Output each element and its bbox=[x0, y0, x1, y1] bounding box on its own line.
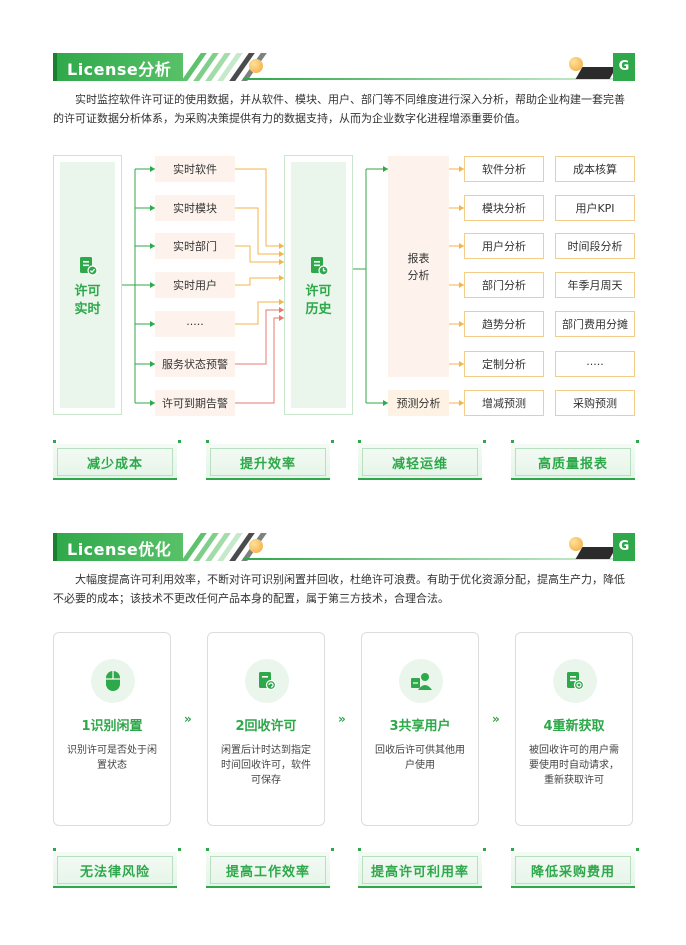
sun-icon bbox=[569, 57, 583, 71]
step-card-share-user: 3共享用户 回收后许可供其他用户使用 bbox=[361, 632, 479, 826]
step-card-reacquire: 4重新获取 被回收许可的用户需要使用时自动请求，重新获取许可 bbox=[515, 632, 633, 826]
benefit-ribbon: 高质量报表 bbox=[511, 440, 639, 480]
report-label-1: 报表 bbox=[407, 251, 430, 265]
step-description: 闲置后计时达到指定时间回收许可，软件可保存 bbox=[221, 745, 311, 786]
header-dark-bar bbox=[575, 547, 617, 559]
mouse-icon bbox=[106, 671, 120, 691]
benefit-label: 减少成本 bbox=[86, 457, 143, 472]
benefit-label: 降低采购费用 bbox=[530, 865, 615, 880]
realtime-label-1: 许可 bbox=[74, 284, 101, 299]
refresh-doc-icon bbox=[567, 672, 585, 691]
benefit-label: 无法律风险 bbox=[79, 865, 150, 880]
step-title: 1识别闲置 bbox=[81, 719, 143, 734]
history-label-1: 许可 bbox=[305, 284, 332, 299]
column-inner bbox=[291, 162, 346, 408]
report-analysis-block: 报表 分析 bbox=[388, 156, 449, 377]
step-title: 4重新获取 bbox=[543, 719, 605, 734]
output-purchase-forecast: 采购预测 bbox=[555, 390, 635, 416]
output-trend-analysis: 趋势分析 bbox=[464, 311, 544, 337]
column-inner bbox=[60, 162, 115, 408]
output-year-quarter-month: 年季月周天 bbox=[555, 272, 635, 298]
document-clock-icon bbox=[311, 257, 329, 276]
section1-title: License分析 bbox=[67, 60, 172, 79]
realtime-label-2: 实时 bbox=[74, 302, 101, 317]
source-service-status-alert: 服务状态预警 bbox=[155, 351, 235, 377]
section2-title: License优化 bbox=[67, 540, 172, 559]
benefit-label: 提高工作效率 bbox=[225, 865, 310, 880]
section2-header: License优化 G bbox=[53, 533, 635, 561]
benefit-label: 提升效率 bbox=[239, 457, 296, 472]
source-more: ····· bbox=[155, 311, 235, 337]
source-realtime-module: 实时模块 bbox=[155, 195, 235, 221]
source-license-expiry-alert: 许可到期告警 bbox=[155, 390, 235, 416]
step-title: 2回收许可 bbox=[235, 719, 297, 734]
benefit-ribbon: 减轻运维 bbox=[358, 440, 486, 480]
source-realtime-software: 实时软件 bbox=[155, 156, 235, 182]
history-label-2: 历史 bbox=[305, 302, 332, 317]
source-realtime-user: 实时用户 bbox=[155, 272, 235, 298]
benefit-label: 提高许可利用率 bbox=[370, 865, 469, 880]
section1-intro: 实时监控软件许可证的使用数据，并从软件、模块、用户、部门等不同维度进行深入分析，… bbox=[53, 93, 625, 125]
output-more: ····· bbox=[555, 351, 635, 377]
report-label-2: 分析 bbox=[407, 268, 430, 282]
sun-icon bbox=[569, 537, 583, 551]
output-module-analysis: 模块分析 bbox=[464, 195, 544, 221]
output-department-analysis: 部门分析 bbox=[464, 272, 544, 298]
recycle-doc-icon bbox=[259, 672, 277, 691]
section2-intro: 大幅度提高许可利用效率，不断对许可识别闲置并回收，杜绝许可浪费。有助于优化资源分… bbox=[53, 573, 625, 605]
benefit-label: 减轻运维 bbox=[391, 457, 448, 472]
step-description: 被回收许可的用户需要使用时自动请求，重新获取许可 bbox=[529, 745, 619, 786]
benefit-label: 高质量报表 bbox=[537, 457, 608, 472]
output-custom-analysis: 定制分析 bbox=[464, 351, 544, 377]
step-title: 3共享用户 bbox=[389, 719, 451, 734]
benefit-ribbon: 提升效率 bbox=[206, 440, 334, 480]
chevron-right-icon: » bbox=[184, 712, 192, 726]
document-check-icon bbox=[80, 257, 98, 276]
header-line bbox=[243, 78, 633, 80]
output-time-period-analysis: 时间段分析 bbox=[555, 233, 635, 259]
chevron-right-icon: » bbox=[338, 712, 346, 726]
benefit-ribbon: 无法律风险 bbox=[53, 848, 181, 888]
section2-title-bar bbox=[53, 533, 183, 561]
output-department-cost-share: 部门费用分摊 bbox=[555, 311, 635, 337]
output-software-analysis: 软件分析 bbox=[464, 156, 544, 182]
step-card-identify-idle: 1识别闲置 识别许可是否处于闲置状态 bbox=[53, 632, 171, 826]
share-user-icon bbox=[411, 673, 432, 690]
sun-icon bbox=[249, 59, 263, 73]
header-line bbox=[243, 558, 633, 560]
sun-icon bbox=[249, 539, 263, 553]
output-user-analysis: 用户分析 bbox=[464, 233, 544, 259]
step-description: 识别许可是否处于闲置状态 bbox=[67, 745, 157, 771]
brand-logo-icon: G bbox=[613, 53, 635, 81]
brand-logo-icon: G bbox=[613, 533, 635, 561]
benefit-ribbon: 提高工作效率 bbox=[206, 848, 334, 888]
source-realtime-department: 实时部门 bbox=[155, 233, 235, 259]
predict-analysis-block: 预测分析 bbox=[388, 390, 449, 416]
section1-title-bar bbox=[53, 53, 183, 81]
step-description: 回收后许可供其他用户使用 bbox=[375, 745, 465, 771]
section1-header: License分析 G bbox=[53, 53, 635, 81]
benefit-ribbon: 减少成本 bbox=[53, 440, 181, 480]
benefit-ribbon: 降低采购费用 bbox=[511, 848, 639, 888]
license-history-column: 许可 历史 bbox=[284, 155, 353, 415]
chevron-right-icon: » bbox=[492, 712, 500, 726]
step-card-reclaim-license: 2回收许可 闲置后计时达到指定时间回收许可，软件可保存 bbox=[207, 632, 325, 826]
output-cost-accounting: 成本核算 bbox=[555, 156, 635, 182]
realtime-license-column: 许可 实时 bbox=[53, 155, 122, 415]
output-change-forecast: 增减预测 bbox=[464, 390, 544, 416]
header-stripes bbox=[183, 533, 303, 561]
benefit-ribbon: 提高许可利用率 bbox=[358, 848, 486, 888]
output-user-kpi: 用户KPI bbox=[555, 195, 635, 221]
